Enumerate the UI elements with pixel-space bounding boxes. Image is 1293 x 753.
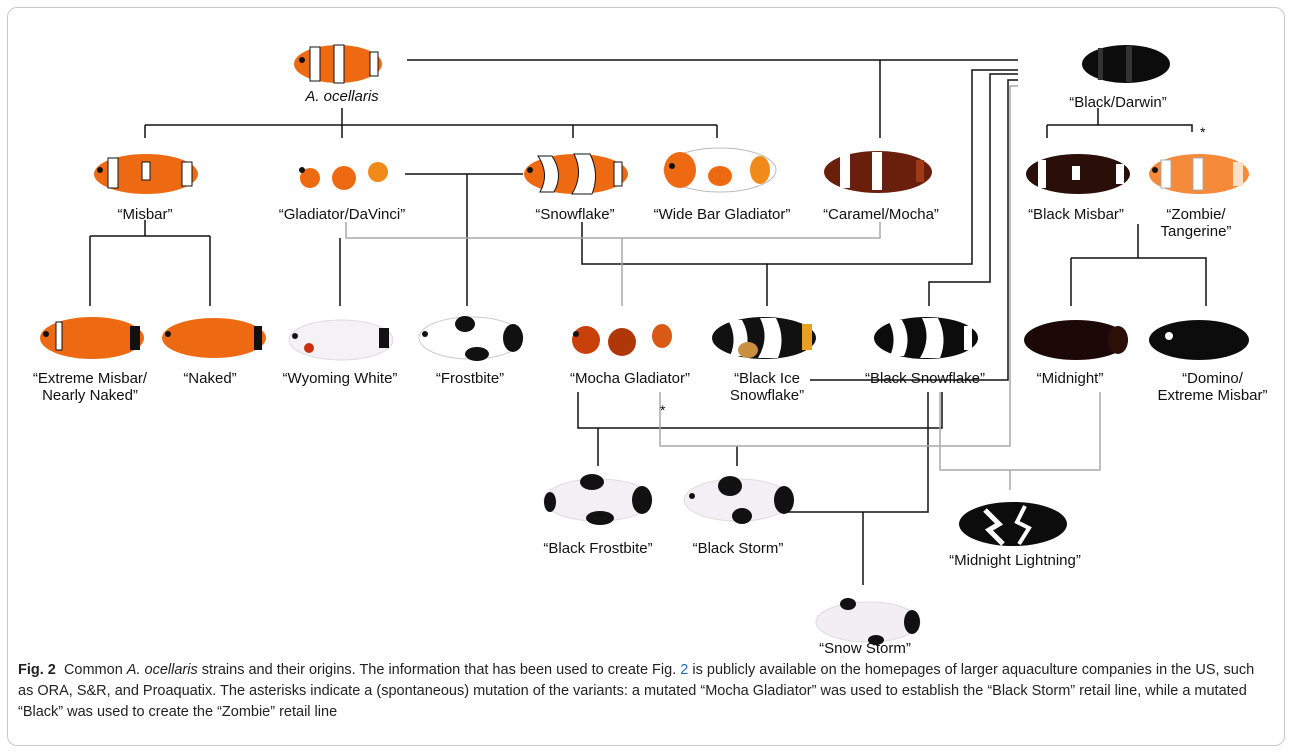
label-domino-line1: “Domino/: [1182, 370, 1243, 387]
fish-snow-storm: [815, 598, 921, 645]
label-black-misbar: “Black Misbar”: [1028, 206, 1124, 223]
label-domino: “Domino/ Extreme Misbar”: [1140, 370, 1285, 404]
label-snowflake: “Snowflake”: [535, 206, 615, 223]
label-zombie-line2: Tangerine”: [1160, 223, 1232, 240]
line-black-to-black-ice: [810, 79, 1018, 381]
fish-wide-bar: [663, 147, 777, 193]
line-black-to-snowflake-ice: [767, 69, 1018, 265]
fish-extreme-misbar: [40, 317, 144, 359]
label-black-darwin: “Black/Darwin”: [1069, 94, 1167, 111]
label-midnight: “Midnight”: [1036, 370, 1104, 387]
label-zombie-line1: “Zombie/: [1166, 206, 1226, 223]
fish-snowflake: [524, 153, 628, 195]
line-blackmisbar-branch: [1071, 257, 1207, 306]
line-snowflake-midnight: [939, 392, 1101, 471]
label-black-frostbite: “Black Frostbite”: [543, 540, 653, 557]
line-to-snowstorm: [770, 392, 929, 513]
label-extreme-line2: Nearly Naked”: [42, 387, 138, 404]
label-zombie: “Zombie/ Tangerine”: [1146, 206, 1246, 240]
fish-naked: [162, 318, 266, 358]
fish-black-snowflake: [874, 317, 978, 359]
label-black-ice-line1: “Black Ice: [734, 370, 800, 387]
label-black-snowflake: “Black Snowflake”: [864, 370, 986, 387]
caption-species: A. ocellaris: [126, 662, 198, 678]
figure-frame: [7, 7, 1285, 746]
fish-mocha-gladiator: [570, 318, 674, 358]
label-extreme-line1: “Extreme Misbar/: [32, 370, 148, 387]
label-mocha-gladiator: “Mocha Gladiator”: [569, 370, 691, 387]
label-ocellaris: A. ocellaris: [305, 88, 379, 105]
label-snow-storm: “Snow Storm”: [819, 640, 911, 657]
caption-part3: is publicly available on the homepages o…: [18, 662, 1255, 720]
fish-black-darwin: [1082, 45, 1170, 83]
label-black-ice-line2: Snowflake”: [729, 387, 805, 404]
lineage-lines-gray: [345, 85, 1101, 490]
label-frostbite: “Frostbite”: [435, 370, 505, 387]
line-gladiator-caramel: [345, 222, 881, 239]
fish-wyoming: [288, 319, 394, 361]
label-wyoming: “Wyoming White”: [282, 370, 398, 387]
fish-gladiator: [296, 154, 400, 194]
lineage-diagram: [40, 44, 1249, 645]
line-mocha-down: [577, 392, 943, 429]
fish-black-misbar: [1026, 154, 1130, 194]
fish-black-storm: [683, 476, 794, 524]
label-extreme-misbar: “Extreme Misbar/ Nearly Naked”: [20, 370, 160, 404]
asterisk-zombie: *: [1200, 124, 1206, 140]
label-midnight-lightning: “Midnight Lightning”: [949, 552, 1081, 569]
line-black-to-storm: [659, 85, 1018, 447]
fish-midnight: [1024, 320, 1128, 360]
fish-black-frostbite: [543, 474, 653, 525]
caption-figure-link[interactable]: 2: [680, 662, 689, 678]
label-caramel: “Caramel/Mocha”: [823, 206, 939, 223]
caption-part2: strains and their origins. The informati…: [201, 662, 677, 678]
fish-frostbite: [418, 316, 524, 361]
line-black-darwin-branch: [1047, 124, 1193, 132]
label-black-storm: “Black Storm”: [692, 540, 784, 557]
caption-part1: Common: [63, 662, 123, 678]
fish-midnight-lightning: [959, 502, 1067, 546]
fish-zombie: [1149, 154, 1249, 194]
fish-black-ice: [712, 317, 816, 359]
fish-caramel: [824, 151, 932, 193]
line-snowflake-to-ice: [581, 222, 768, 306]
figure-caption: Fig. 2 Common A. ocellaris strains and t…: [18, 660, 1273, 723]
caption-label: Fig. 2: [18, 662, 56, 678]
asterisk-mocha: *: [660, 402, 666, 418]
fish-ocellaris: [294, 44, 382, 84]
label-naked: “Naked”: [183, 370, 237, 387]
label-domino-line2: Extreme Misbar”: [1157, 387, 1268, 404]
label-black-ice: “Black Ice Snowflake”: [712, 370, 822, 404]
label-misbar: “Misbar”: [117, 206, 173, 223]
lineage-lines-black: [89, 59, 1207, 585]
line-black-to-ice: [928, 73, 1018, 306]
label-gladiator: “Gladiator/DaVinci”: [278, 206, 406, 223]
fish-misbar: [94, 154, 198, 194]
fish-domino: [1149, 320, 1249, 360]
label-wide-bar: “Wide Bar Gladiator”: [653, 206, 791, 223]
